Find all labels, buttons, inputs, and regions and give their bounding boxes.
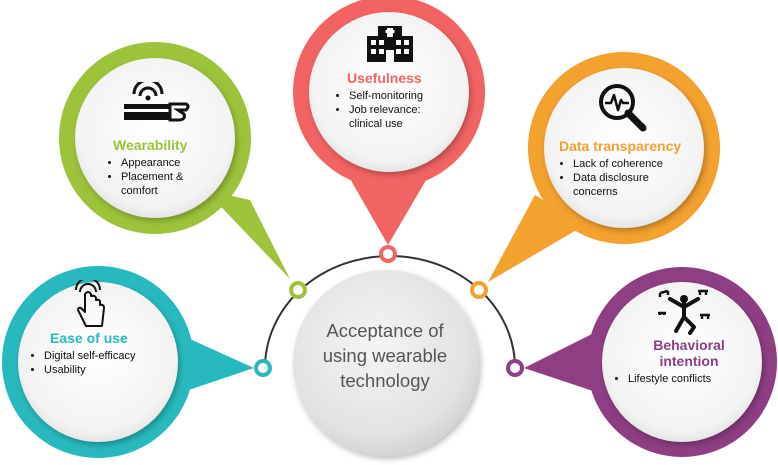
list-item: Job relevance: clinical use [349,103,443,131]
list-item: Data disclosure concerns [573,171,678,199]
usefulness-bullets: Self-monitoring Job relevance: clinical … [333,89,443,131]
panel-wearability: Wearability Appearance Placement & comfo… [105,137,205,198]
marker-behavioral-intention [506,359,524,377]
wearability-bullets: Appearance Placement & comfort [105,156,205,198]
panel-behavioral-intention: Behavioral intention Lifestyle conflicts [612,337,752,386]
data-transparency-inner-circle [544,68,704,228]
list-item: Lack of coherence [573,157,678,171]
touch-hand-icon [75,280,105,327]
juggling-person-icon [658,289,710,335]
node-wearability [59,42,290,279]
panel-usefulness: Usefulness Self-monitoring Job relevance… [333,70,443,131]
marker-data-transparency [470,281,488,299]
usefulness-inner-circle [309,12,469,172]
list-item: Self-monitoring [349,89,443,103]
marker-usefulness [379,245,397,263]
node-usefulness [293,0,485,245]
wearability-inner-circle [75,58,235,218]
wrist-wearable-icon [124,82,190,122]
data-transparency-title: Data transparency [559,138,682,154]
node-behavioral-intention [524,267,777,457]
list-item: Placement & comfort [121,170,205,198]
hospital-icon [367,26,413,62]
behavioral-intention-title: Behavioral intention [653,337,725,369]
ease-of-use-bullets: Digital self-efficacy Usability [28,349,178,377]
list-item: Appearance [121,156,205,170]
marker-wearability [289,281,307,299]
list-item: Lifestyle conflicts [628,372,752,386]
behavioral-intention-inner-circle [602,282,762,442]
usefulness-pointer [345,170,432,245]
list-item: Digital self-efficacy [44,349,178,363]
behavioral-intention-bullets: Lifestyle conflicts [612,372,752,386]
ease-of-use-title: Ease of use [50,330,128,346]
usefulness-title: Usefulness [347,70,422,86]
center-circle [293,270,479,456]
ease-of-use-inner-circle [18,282,178,442]
behavioral-intention-pointer [524,330,605,395]
wearability-title: Wearability [113,137,188,153]
data-transparency-bullets: Lack of coherence Data disclosure concer… [557,157,678,199]
node-data-transparency [488,52,720,282]
magnifier-pulse-icon [599,84,647,132]
panel-ease-of-use: Ease of use Digital self-efficacy Usabil… [28,330,178,377]
panel-data-transparency: Data transparency Lack of coherence Data… [557,138,695,199]
center-label: Acceptance of using wearable technology [322,320,448,391]
list-item: Usability [44,363,178,377]
node-ease-of-use [2,266,254,458]
marker-ease-of-use [254,359,272,377]
